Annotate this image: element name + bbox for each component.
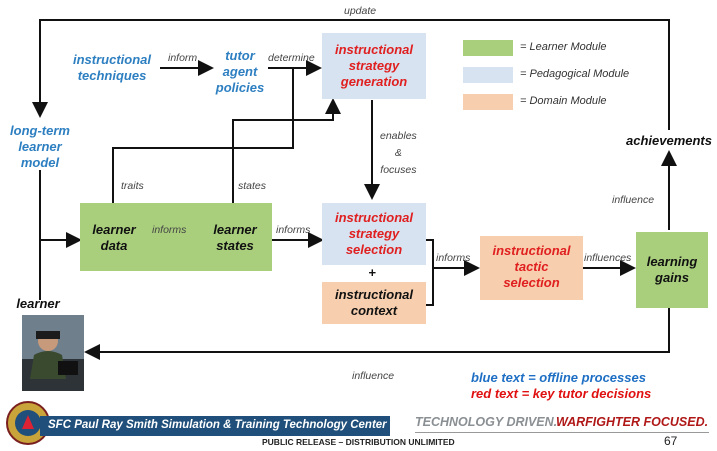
strategy-selection-box [322,203,426,265]
learner-states-node: learner states [213,222,257,253]
legend-label-domain: = Domain Module [520,95,607,107]
informs-label-c: informs [436,252,471,264]
instructional-context-box [322,282,426,324]
tutor-agent-policies-node: tutor agent policies [215,48,265,95]
informs-label-b: informs [276,224,311,236]
influence-bottom-label: influence [352,370,395,382]
slogan-part-2: WARFIGHTER FOCUSED. [556,415,709,429]
strategy-selection-node: instructional strategy selection [334,210,413,257]
learning-gains-node: learning gains [646,254,698,285]
determine-label: determine [268,52,315,64]
model-to-data-edge [39,170,82,248]
long-term-learner-model-node: long-term learner model [10,123,70,170]
key-red-text: red text = key tutor decisions [471,386,652,401]
release-notice: PUBLIC RELEASE – DISTRIBUTION UNLIMITED [262,437,455,447]
learning-gains-box [636,232,708,308]
states-edge [232,98,341,203]
slogan-part-1: TECHNOLOGY DRIVEN. [415,415,558,429]
learner-node: learner [16,296,60,311]
footer-divider [415,432,709,433]
learner-data-node: learner data [92,222,136,253]
strategy-generation-box [322,33,426,99]
legend-label-learner: = Learner Module [520,41,607,53]
legend-swatch-domain [463,94,513,110]
legend-label-pedagogical: = Pedagogical Module [520,68,630,80]
tactic-selection-box [480,236,583,300]
footer-bar [40,416,390,436]
update-edge [32,19,670,130]
traits-label: traits [121,180,144,192]
achievements-node: achievements [626,133,712,148]
learner-photo [22,315,84,391]
strategy-generation-node: instructional strategy generation [334,42,413,89]
tactic-selection-node: instructional tactic selection [492,243,571,290]
instructional-techniques-node: instructional techniques [72,52,151,83]
legend-swatch-pedagogical [463,67,513,83]
legend-swatch-learner [463,40,513,56]
influence-bottom-edge [84,308,670,360]
influences-label: influences [584,252,632,264]
center-name: SFC Paul Ray Smith Simulation & Training… [48,419,387,431]
inform-label: inform [168,52,198,64]
states-label: states [238,180,267,192]
influence-up-label: influence [612,194,655,206]
instructional-context-node: instructional context [334,287,413,318]
plus-sign: + [368,265,376,280]
key-blue-text: blue text = offline processes [471,370,646,385]
traits-edge [112,68,294,203]
selection-context-bracket [426,239,434,306]
enables-focuses-label: enables & focuses [380,130,417,176]
update-label: update [344,5,377,17]
informs-label-a: informs [152,224,187,236]
stc-seal-logo [6,401,50,445]
page-number: 67 [664,434,678,448]
learner-module-box [80,203,272,271]
